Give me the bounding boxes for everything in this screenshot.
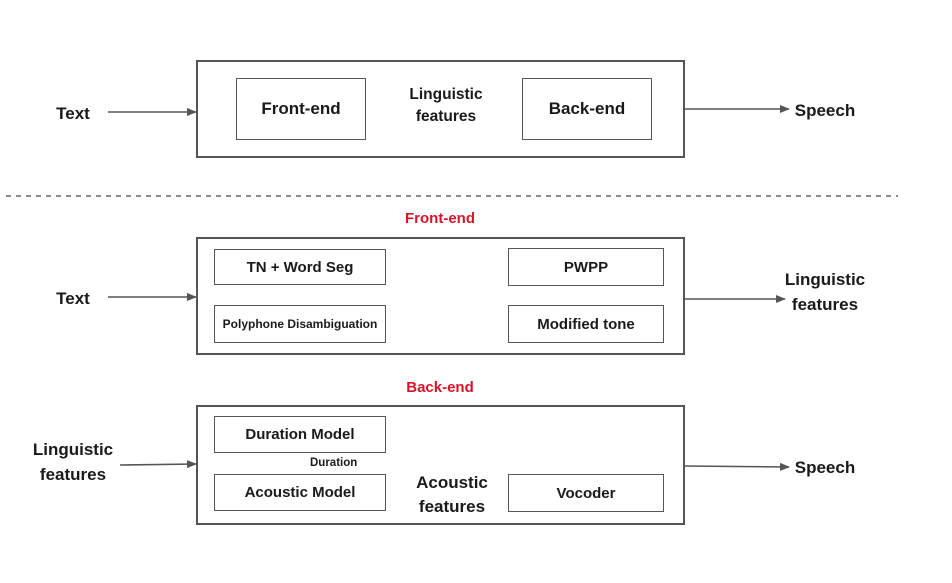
frontend-output-line2: features [791,294,859,314]
backend-input-label: Linguistic features [18,438,128,487]
frontend-input-label: Text [56,289,90,308]
top-input-label: Text [56,104,90,123]
polyphone-disambiguation-node: Polyphone Disambiguation [214,305,386,343]
modified-tone-node: Modified tone [508,305,664,343]
duration-edge-label: Duration [310,457,358,469]
acoustic-features-label: Acoustic features [392,471,512,519]
duration-model-node: Duration Model [214,416,386,453]
arrow-backend-to-speech [683,462,790,471]
frontend-output-line1: Linguistic [784,270,866,289]
backend-node: Back-end [522,78,652,140]
backend-input-line2: features [39,464,107,484]
acoustic-model-node: Acoustic Model [214,474,386,511]
frontend-output-label: Linguistic features [770,268,880,317]
frontend-section-title: Front-end [405,210,475,227]
backend-input-line1: Linguistic [32,440,114,459]
frontend-node: Front-end [236,78,366,140]
backend-section-title: Back-end [406,379,474,396]
top-link-label: Linguistic features [386,84,506,129]
acoustic-features-line2: features [418,496,486,516]
top-link-line1: Linguistic [409,86,483,103]
arrow-features-to-backend [119,460,197,469]
vocoder-node: Vocoder [508,474,664,512]
pwpp-node: PWPP [508,248,664,286]
acoustic-features-line1: Acoustic [416,473,488,492]
tn-word-seg-node: TN + Word Seg [214,249,386,285]
backend-output-label: Speech [794,458,856,477]
top-output-label: Speech [794,101,856,120]
top-link-line2: features [415,108,477,126]
